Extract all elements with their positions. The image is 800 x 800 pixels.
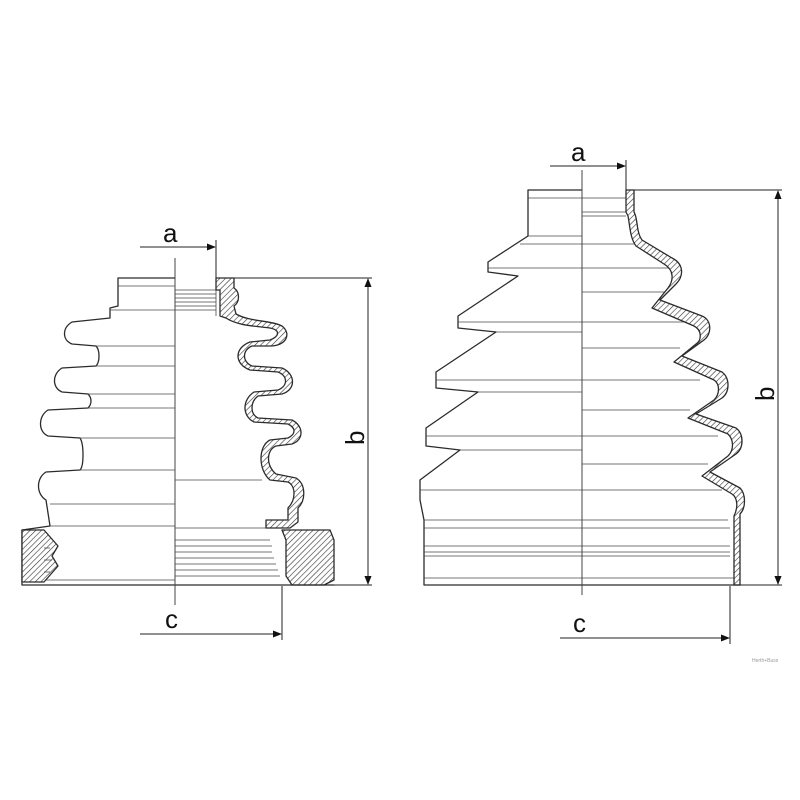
watermark-text: Herth+Buss xyxy=(752,658,779,664)
left-dim-a-label: a xyxy=(163,218,178,248)
right-boot-outer-profile xyxy=(419,189,583,586)
right-boot: a b c xyxy=(419,137,782,644)
left-dim-b-label: b xyxy=(340,431,370,445)
left-boot-section-wall xyxy=(215,277,305,529)
right-dim-b-label: b xyxy=(750,387,780,401)
left-dim-c-label: c xyxy=(165,604,178,634)
right-dim-c-label: c xyxy=(573,608,586,638)
left-boot-outer-profile xyxy=(21,277,176,586)
left-boot-clamp-section-left xyxy=(21,529,59,583)
left-boot-clamp-section-right xyxy=(281,529,335,586)
right-boot-section-wall xyxy=(625,189,746,586)
left-boot: a b c xyxy=(21,218,372,640)
right-dim-a-label: a xyxy=(571,137,586,167)
